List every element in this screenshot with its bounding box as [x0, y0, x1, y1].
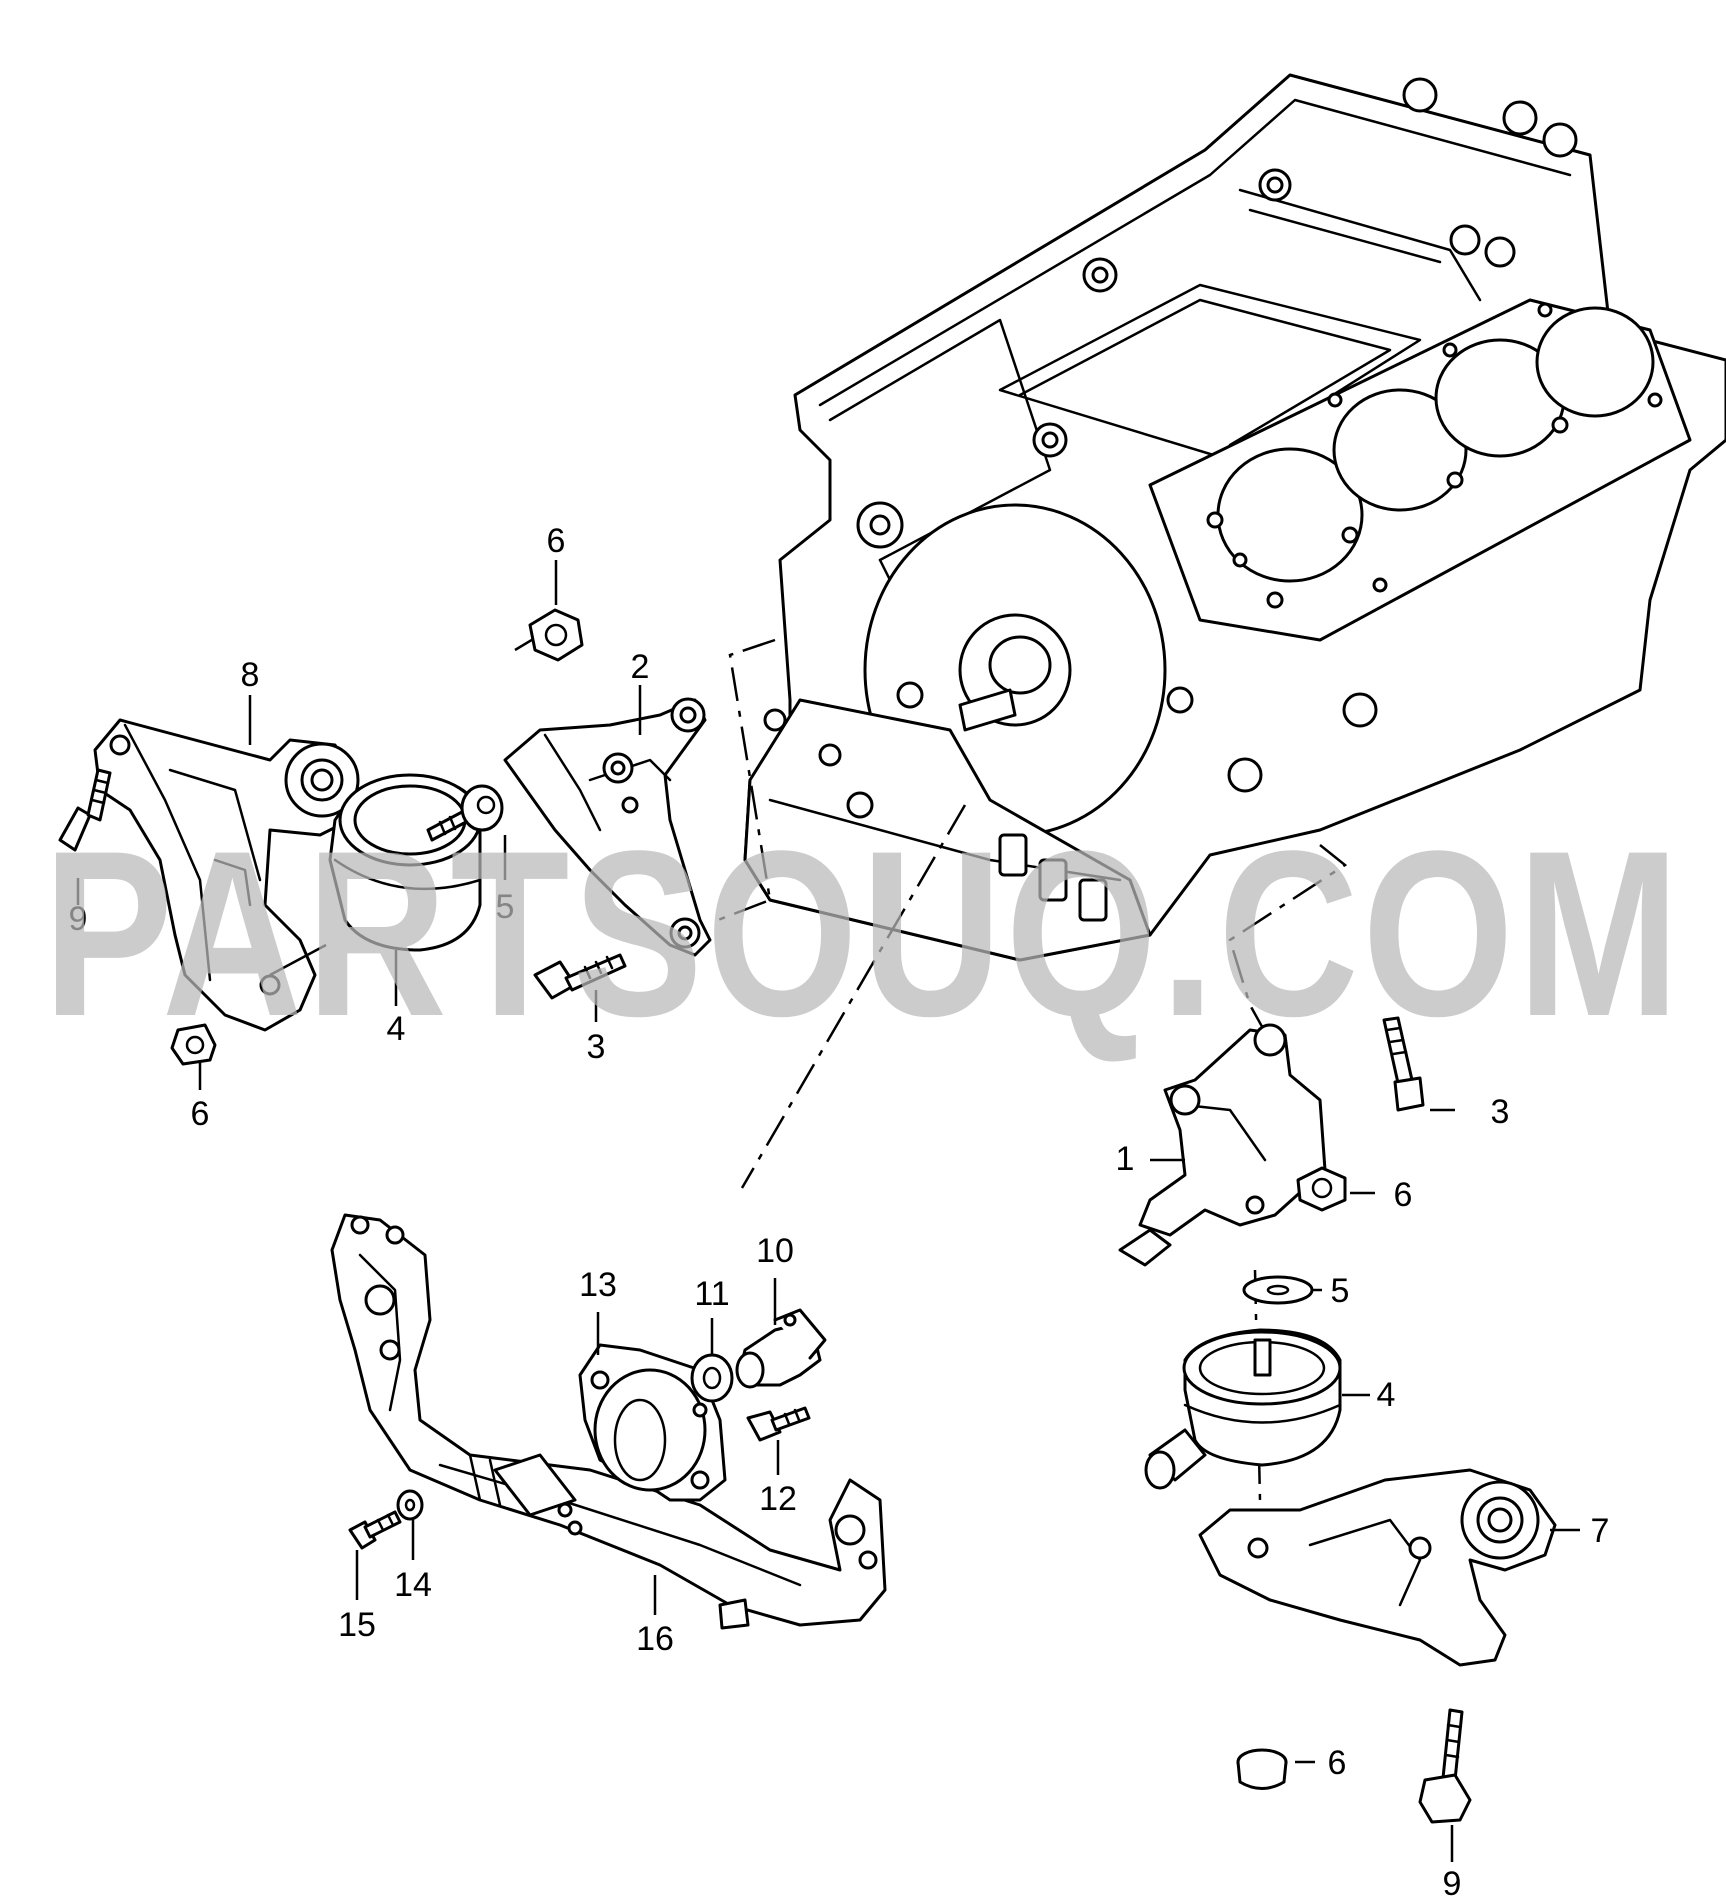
- callout-9-left: 9: [69, 900, 88, 938]
- callout-6-left-bottom: 6: [191, 1095, 210, 1133]
- watermark: PARTSOUQ.COM: [43, 802, 1683, 1066]
- part-4-engine-mount-left: [328, 773, 482, 952]
- callout-leaders: [76, 560, 1580, 1862]
- callout-1: 1: [1116, 1140, 1135, 1178]
- callout-3-left: 3: [587, 1028, 606, 1066]
- part-7-bracket: [1198, 1468, 1557, 1667]
- callout-3-right: 3: [1491, 1093, 1510, 1131]
- part-4-engine-mount-right: [1144, 1328, 1342, 1490]
- part-6-nut-left-bottom: [170, 1023, 217, 1066]
- callout-8: 8: [241, 656, 260, 694]
- callout-15: 15: [338, 1606, 376, 1644]
- part-9-bolt-right: [1418, 1708, 1472, 1824]
- part-2-bracket: [503, 697, 712, 957]
- part-3-bolt-right: [1382, 1016, 1425, 1112]
- part-11-ring: [690, 1353, 734, 1403]
- engine-block: [743, 73, 1726, 962]
- callout-14: 14: [394, 1566, 432, 1604]
- part-16-crossmember: [330, 1213, 887, 1630]
- part-1-bracket: [1118, 1023, 1327, 1267]
- callout-labels: 8 9 6 4 5 6 2 3 3 1 6 5 4 7 6 9 10 11 12…: [69, 522, 1610, 1901]
- callout-6-right-bottom: 6: [1328, 1744, 1347, 1782]
- callout-4-right: 4: [1377, 1376, 1396, 1414]
- part-14-washer: [396, 1489, 424, 1521]
- part-9-bolt-left: [58, 768, 112, 852]
- part-5-washer-right: [1242, 1275, 1314, 1305]
- callout-12: 12: [759, 1480, 797, 1518]
- callout-11: 11: [694, 1275, 729, 1313]
- callout-13: 13: [579, 1266, 617, 1304]
- callout-10: 10: [756, 1232, 794, 1270]
- part-3-bolt-left: [533, 953, 627, 1000]
- part-5-washer-left: [460, 784, 504, 832]
- part-8-bracket: [93, 718, 360, 1032]
- callout-2: 2: [631, 648, 650, 686]
- part-13-transmission-mount: [578, 1343, 727, 1502]
- callout-16: 16: [636, 1620, 674, 1658]
- callout-5-left: 5: [496, 888, 515, 926]
- part-12-bolt: [746, 1406, 811, 1442]
- callout-6-top: 6: [547, 522, 566, 560]
- callout-5-right: 5: [1331, 1272, 1350, 1310]
- part-6-nut-right-middle: [1296, 1166, 1347, 1212]
- callout-9-right: 9: [1443, 1865, 1462, 1901]
- part-10-damper: [735, 1308, 827, 1389]
- callout-6-right-middle: 6: [1394, 1176, 1413, 1214]
- part-15-bolt: [348, 1510, 402, 1550]
- callout-7: 7: [1591, 1512, 1610, 1550]
- callout-4-left: 4: [387, 1010, 406, 1048]
- part-6-nut-right-bottom: [1236, 1748, 1288, 1790]
- part-6-nut-top: [528, 608, 584, 662]
